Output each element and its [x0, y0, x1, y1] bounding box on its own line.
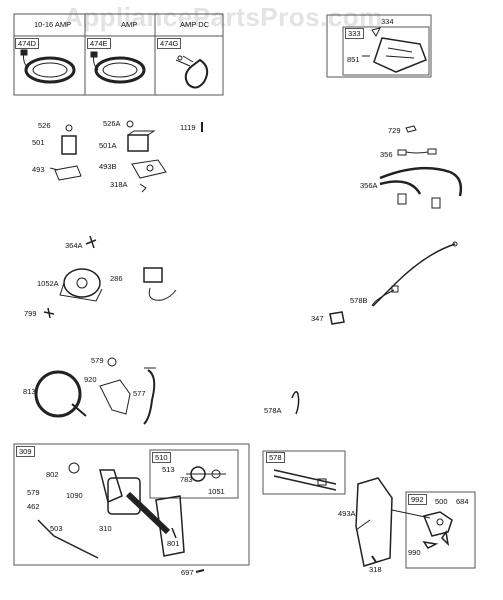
starter-parts: [38, 463, 226, 558]
label-920: 920: [84, 375, 97, 384]
wire-578: [274, 470, 336, 490]
label-783: 783: [180, 475, 193, 484]
alternator-coil-474d: [21, 50, 74, 82]
alternator-coil-474e: [91, 52, 144, 82]
amp-label-474g: AMP DC: [180, 20, 210, 29]
label-578a: 578A: [264, 406, 282, 415]
connector-347: [330, 312, 344, 324]
label-364a: 364A: [65, 241, 83, 250]
tag-510: 510: [152, 452, 171, 463]
label-347: 347: [311, 314, 324, 323]
amp-label-474d: 10-16 AMP: [34, 20, 72, 29]
harness-356a: [380, 168, 461, 208]
label-493a: 493A: [338, 509, 356, 518]
clamp-813: [36, 372, 86, 416]
label-318: 318: [369, 565, 382, 574]
label-462: 462: [27, 502, 40, 511]
label-1052a: 1052A: [37, 279, 59, 288]
label-356: 356: [380, 150, 393, 159]
tag-992: 992: [408, 494, 427, 505]
label-356a: 356A: [360, 181, 378, 190]
label-799: 799: [24, 309, 37, 318]
panel-493a: [356, 478, 392, 566]
tag-333: 333: [345, 28, 364, 39]
alternator-474g: [176, 56, 207, 88]
ignition-switch: [424, 512, 452, 548]
solenoid-286: [144, 268, 176, 300]
alternator-panel: [14, 14, 223, 95]
label-577: 577: [133, 389, 146, 398]
label-501a: 501A: [99, 141, 117, 150]
label-1119: 1119: [180, 123, 196, 132]
label-310: 310: [99, 524, 112, 533]
label-501: 501: [32, 138, 45, 147]
rectifier-851: [362, 28, 426, 72]
starter-box: [14, 444, 249, 565]
label-493: 493: [32, 165, 45, 174]
label-802: 802: [46, 470, 59, 479]
label-684: 684: [456, 497, 469, 506]
tag-474e: 474E: [87, 38, 111, 49]
tag-474d: 474D: [15, 38, 39, 49]
ignition-box: [406, 492, 475, 568]
regulator-501a: [127, 121, 154, 151]
tag-334: 334: [381, 17, 394, 26]
label-500: 500: [435, 497, 448, 506]
wire-box: [263, 451, 345, 494]
label-851: 851: [347, 55, 360, 64]
label-729: 729: [388, 126, 401, 135]
tag-578: 578: [266, 452, 285, 463]
solenoid-1052a: [60, 236, 102, 301]
label-1051: 1051: [208, 487, 225, 496]
wire-578a: [292, 392, 299, 414]
label-578b: 578B: [350, 296, 368, 305]
bracket-920: [100, 358, 130, 414]
harness-578b: [372, 242, 457, 306]
label-286: 286: [110, 274, 123, 283]
regulator-501: [50, 125, 81, 180]
label-1090: 1090: [66, 491, 83, 500]
label-526: 526: [38, 121, 51, 130]
screw-318: [372, 556, 376, 562]
starter-subbox: [150, 450, 238, 498]
terminal-729: [406, 126, 416, 132]
label-503: 503: [50, 524, 63, 533]
label-579b: 579: [27, 488, 40, 497]
amp-label-474e: AMP: [121, 20, 138, 29]
label-318a: 318A: [110, 180, 128, 189]
label-990: 990: [408, 548, 421, 557]
label-526a: 526A: [103, 119, 121, 128]
clip-799: [44, 308, 54, 318]
label-513: 513: [162, 465, 175, 474]
wire-356: [398, 149, 436, 155]
box-334: [327, 15, 431, 77]
bracket-493b: [132, 160, 166, 192]
box-333: [343, 27, 429, 75]
label-697: 697: [181, 568, 194, 577]
bracket-577: [144, 368, 156, 424]
tag-309: 309: [16, 446, 35, 457]
label-801: 801: [167, 539, 180, 548]
label-493b: 493B: [99, 162, 117, 171]
tag-474g: 474G: [157, 38, 182, 49]
label-813: 813: [23, 387, 36, 396]
screw-697: [196, 570, 204, 572]
label-579: 579: [91, 356, 104, 365]
